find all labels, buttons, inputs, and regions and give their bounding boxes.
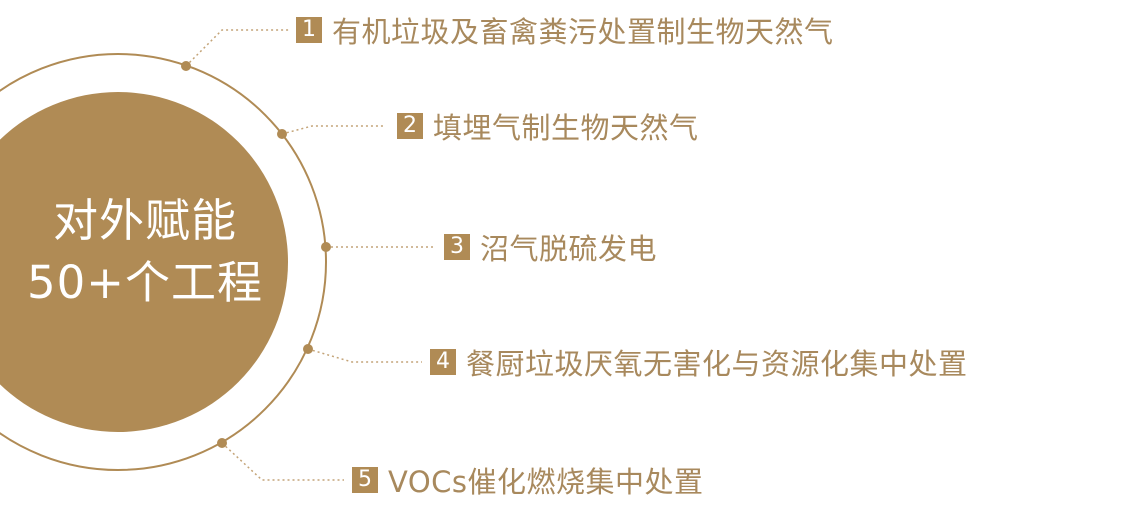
ring-dot-5	[217, 438, 227, 448]
connector-1	[185, 29, 290, 67]
outer-ring	[0, 53, 327, 471]
number-badge-2: 2	[397, 113, 423, 139]
connector-5	[221, 442, 344, 481]
number-badge-5: 5	[352, 467, 378, 493]
item-label-4: 餐厨垃圾厌氧无害化与资源化集中处置	[466, 347, 968, 381]
ring-dot-4	[303, 344, 313, 354]
item-label-1: 有机垃圾及畜禽粪污处置制生物天然气	[332, 15, 834, 49]
center-title: 对外赋能 50+个工程	[15, 190, 275, 314]
connector-4	[307, 348, 422, 363]
item-label-5: VOCs催化燃烧集中处置	[388, 465, 704, 499]
ring-dot-1	[181, 61, 191, 71]
number-badge-1: 1	[296, 17, 322, 43]
number-badge-3: 3	[444, 234, 470, 260]
list-item-4: 4 餐厨垃圾厌氧无害化与资源化集中处置	[430, 345, 968, 381]
connector-2	[281, 125, 384, 135]
item-label-3: 沼气脱硫发电	[480, 232, 658, 266]
ring-dot-2	[277, 129, 287, 139]
center-title-line2: 50+个工程	[27, 256, 263, 309]
list-item-3: 3 沼气脱硫发电	[444, 230, 657, 266]
list-item-5: 5 VOCs催化燃烧集中处置	[352, 463, 704, 499]
list-item-2: 2 填埋气制生物天然气	[397, 109, 699, 145]
item-label-2: 填埋气制生物天然气	[433, 111, 699, 145]
center-circle	[0, 92, 288, 432]
ring-dot-3	[321, 242, 331, 252]
center-title-line1: 对外赋能	[52, 194, 237, 247]
list-item-1: 1 有机垃圾及畜禽粪污处置制生物天然气	[296, 13, 834, 49]
number-badge-4: 4	[430, 349, 456, 375]
